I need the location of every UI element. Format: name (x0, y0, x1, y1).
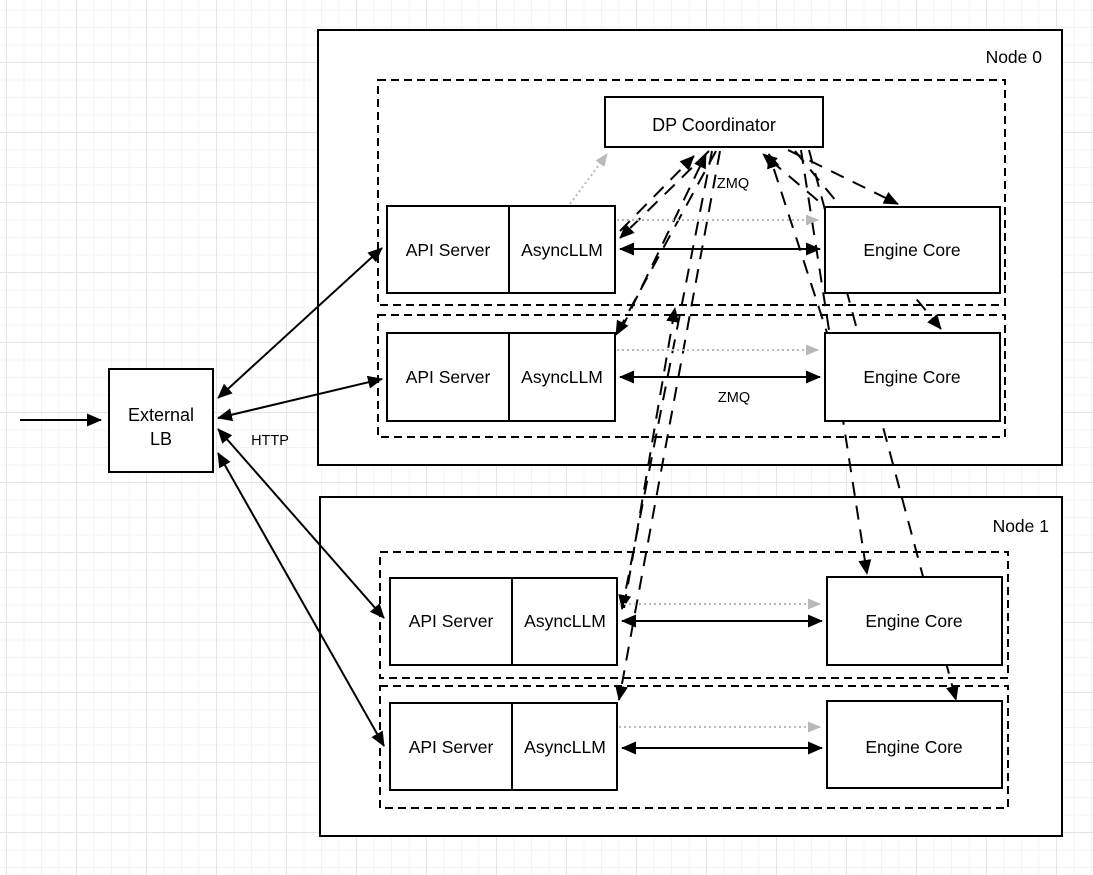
node0-title: Node 0 (986, 47, 1043, 67)
arrow-lb-api-n1r2 (217, 452, 385, 747)
arrow-dp-to-asyncllm-n1r2 (615, 150, 721, 701)
arrow-dp-to-asyncllm-n0r1 (619, 150, 710, 239)
dp-coordinator-label: DP Coordinator (652, 115, 776, 135)
api-asyncllm-box-n0r2 (386, 332, 616, 422)
api-asyncllm-box-n0r1 (386, 205, 616, 294)
asyncllm-label-n1r2: AsyncLLM (524, 737, 606, 757)
arrow-dotted-asyncllm-to-dp (569, 153, 608, 205)
dp-coordinator-box (604, 96, 824, 148)
arrow-dp-to-asyncllm-n1r1 (618, 150, 713, 610)
engine-core-label-n0r1: Engine Core (863, 240, 960, 260)
engine-core-box-n0r2 (824, 332, 1001, 422)
engine-core-box-n1r2 (826, 700, 1003, 789)
asyncllm-label-n0r1: AsyncLLM (521, 240, 603, 260)
arrow-lb-api-n0r2 (217, 375, 383, 422)
api-server-label-n1r2: API Server (409, 737, 494, 757)
api-asyncllm-box-n1r2 (389, 702, 618, 791)
engine-core-label-n1r1: Engine Core (865, 611, 962, 631)
engine-core-box-n1r1 (826, 576, 1003, 666)
external-lb-label-line1: External (128, 405, 194, 425)
engine-core-label-n1r2: Engine Core (865, 737, 962, 757)
engine-core-box-n0r1 (824, 206, 1001, 294)
api-server-label-n1r1: API Server (409, 611, 494, 631)
api-server-label-n0r1: API Server (406, 240, 491, 260)
arrow-asyncllm-n0r1-to-dp (619, 155, 695, 232)
external-lb-box (108, 368, 214, 473)
zmq-edge-label-bottom: ZMQ (718, 390, 750, 406)
node1-title: Node 1 (993, 516, 1049, 536)
zmq-edge-label-top: ZMQ (717, 176, 749, 192)
api-asyncllm-box-n1r1 (389, 577, 618, 666)
asyncllm-label-n1r1: AsyncLLM (524, 611, 606, 631)
http-edge-label: HTTP (251, 433, 289, 449)
arrow-lb-api-n0r1 (217, 247, 383, 399)
asyncllm-label-n0r2: AsyncLLM (521, 367, 603, 387)
api-server-label-n0r2: API Server (406, 367, 491, 387)
engine-core-label-n0r2: Engine Core (863, 367, 960, 387)
external-lb-label-line2: LB (150, 429, 172, 449)
arrow-dp-to-engine-n0r1 (787, 149, 899, 205)
